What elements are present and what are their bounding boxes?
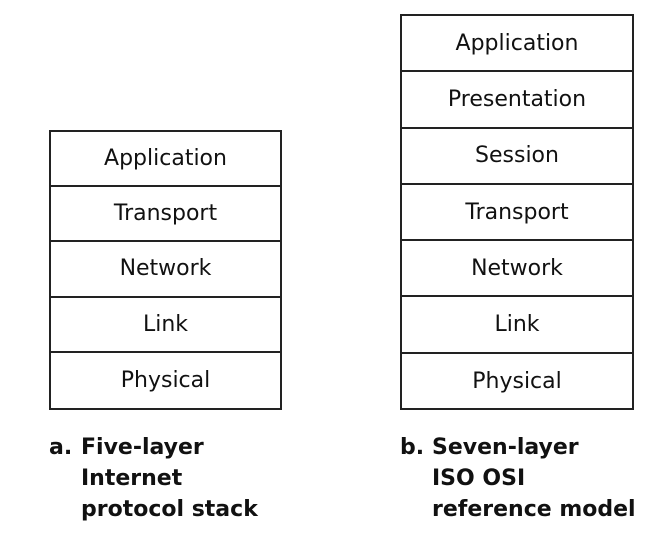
layer-network: Network xyxy=(402,241,632,298)
caption-text: Five-layer Internet protocol stack xyxy=(81,432,258,525)
seven-layer-caption: b. Seven-layer ISO OSI reference model xyxy=(400,432,670,532)
five-layer-caption: a. Five-layer Internet protocol stack xyxy=(49,432,309,532)
caption-text: Seven-layer ISO OSI reference model xyxy=(432,432,636,525)
layer-link: Link xyxy=(402,297,632,354)
layer-session: Session xyxy=(402,129,632,185)
caption-line: reference model xyxy=(432,497,636,522)
layer-application: Application xyxy=(51,132,280,188)
caption-letter: b. xyxy=(400,435,425,460)
layer-application: Application xyxy=(402,16,632,73)
layer-network: Network xyxy=(51,242,280,298)
caption-line: Five-layer xyxy=(81,435,204,460)
layer-transport: Transport xyxy=(51,187,280,243)
layer-physical: Physical xyxy=(472,369,562,395)
caption-letter: a. xyxy=(49,435,73,460)
caption-line: protocol stack xyxy=(81,497,258,522)
layer-presentation: Presentation xyxy=(402,72,632,129)
seven-layer-stack: Application Presentation Session Transpo… xyxy=(400,14,634,410)
caption-line: ISO OSI xyxy=(432,466,526,491)
layer-physical: Physical xyxy=(120,367,211,393)
layer-transport: Transport xyxy=(402,185,632,242)
caption-line: Internet xyxy=(81,466,183,491)
five-layer-stack: Application Transport Network Link Physi… xyxy=(49,130,282,410)
caption-line: Seven-layer xyxy=(432,435,579,460)
layer-link: Link xyxy=(51,298,280,353)
